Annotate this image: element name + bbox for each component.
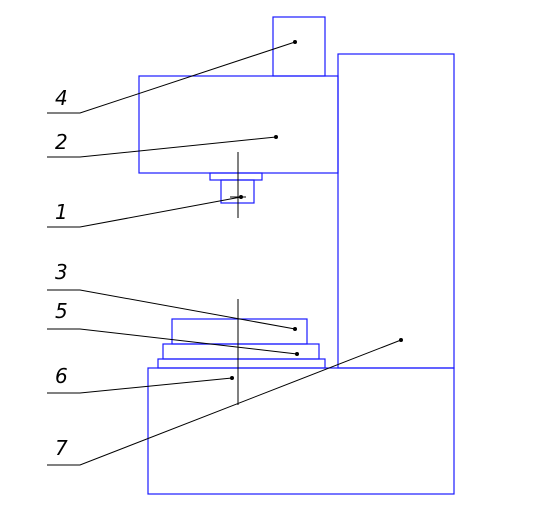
- leader-dot-3: [293, 327, 297, 331]
- callout-label-7: 7: [55, 436, 68, 460]
- leader-3: [47, 289, 296, 330]
- callout-label-2: 2: [55, 130, 68, 154]
- leader-dot-4: [293, 40, 297, 44]
- leader-dot-6: [230, 376, 234, 380]
- leader-4: [47, 41, 296, 114]
- leader-7: [47, 339, 402, 466]
- part-1-collar: [209, 172, 263, 181]
- callout-label-3: 3: [55, 260, 68, 284]
- part-6-bottom-plate: [157, 358, 326, 369]
- callout-label-5: 5: [55, 299, 68, 323]
- leader-6: [47, 377, 233, 394]
- leader-1: [47, 196, 242, 228]
- leader-5: [47, 328, 298, 355]
- callout-label-4: 4: [55, 86, 68, 110]
- leader-dot-2: [274, 135, 278, 139]
- leader-dot-1: [239, 195, 243, 199]
- base: [147, 367, 455, 495]
- leader-dot-7: [399, 338, 403, 342]
- leader-2: [47, 136, 277, 158]
- leader-dot-5: [295, 352, 299, 356]
- column: [337, 53, 455, 369]
- part-5-middle-plate: [162, 343, 320, 360]
- part-3-upper-plate: [171, 318, 308, 345]
- callout-label-6: 6: [55, 364, 68, 388]
- callout-label-1: 1: [55, 200, 68, 224]
